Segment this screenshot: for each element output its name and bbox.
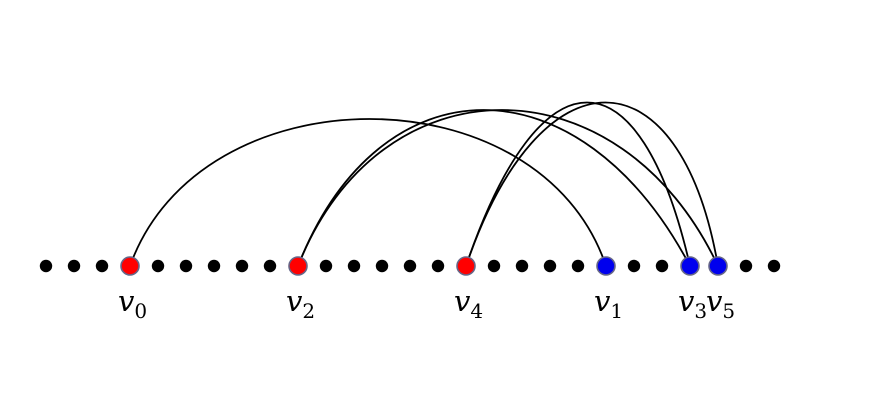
baseline-dot xyxy=(151,259,165,273)
baseline-dot xyxy=(487,259,501,273)
vertex-v2 xyxy=(288,256,308,276)
vertex-label-v0: v0 xyxy=(118,284,147,323)
baseline-dot xyxy=(375,259,389,273)
baseline-dot xyxy=(515,259,529,273)
baseline-dot xyxy=(655,259,669,273)
baseline-dot xyxy=(235,259,249,273)
baseline-dot xyxy=(39,259,53,273)
baseline-dot xyxy=(739,259,753,273)
vertex-subscript-v2: 2 xyxy=(302,299,315,323)
baseline-dot xyxy=(347,259,361,273)
vertex-subscript-v4: 4 xyxy=(470,299,483,323)
vertex-subscript-v3: 3 xyxy=(694,299,707,323)
vertex-subscript-v0: 0 xyxy=(134,299,147,323)
vertex-v1 xyxy=(596,256,616,276)
baseline-dot xyxy=(207,259,221,273)
baseline-dot xyxy=(179,259,193,273)
baseline-dot xyxy=(431,259,445,273)
vertex-label-v5: v5 xyxy=(706,284,735,323)
baseline-dot xyxy=(627,259,641,273)
baseline-dot xyxy=(263,259,277,273)
vertex-label-v3: v3 xyxy=(678,284,707,323)
vertex-subscript-v5: 5 xyxy=(722,299,735,323)
vertex-label-v1: v1 xyxy=(594,284,623,323)
baseline-dot xyxy=(319,259,333,273)
edge-v2-v5 xyxy=(297,109,719,267)
baseline-dot xyxy=(403,259,417,273)
baseline-dot xyxy=(571,259,585,273)
vertex-v0 xyxy=(120,256,140,276)
baseline-dots xyxy=(39,259,781,273)
vertex-v5 xyxy=(708,256,728,276)
baseline-dot xyxy=(767,259,781,273)
baseline-dot xyxy=(95,259,109,273)
edge-v4-v3 xyxy=(465,101,691,267)
edge-v0-v1 xyxy=(129,118,607,267)
edge-v2-v3 xyxy=(297,109,691,267)
vertex-v3 xyxy=(680,256,700,276)
edge-v4-v5 xyxy=(465,101,719,267)
vertex-subscript-v1: 1 xyxy=(610,299,623,323)
vertex-v4 xyxy=(456,256,476,276)
baseline-dot xyxy=(543,259,557,273)
vertex-label-v2: v2 xyxy=(286,284,315,323)
vertices xyxy=(120,256,728,276)
edges xyxy=(129,101,719,267)
vertex-label-v4: v4 xyxy=(454,284,483,323)
baseline-dot xyxy=(67,259,81,273)
